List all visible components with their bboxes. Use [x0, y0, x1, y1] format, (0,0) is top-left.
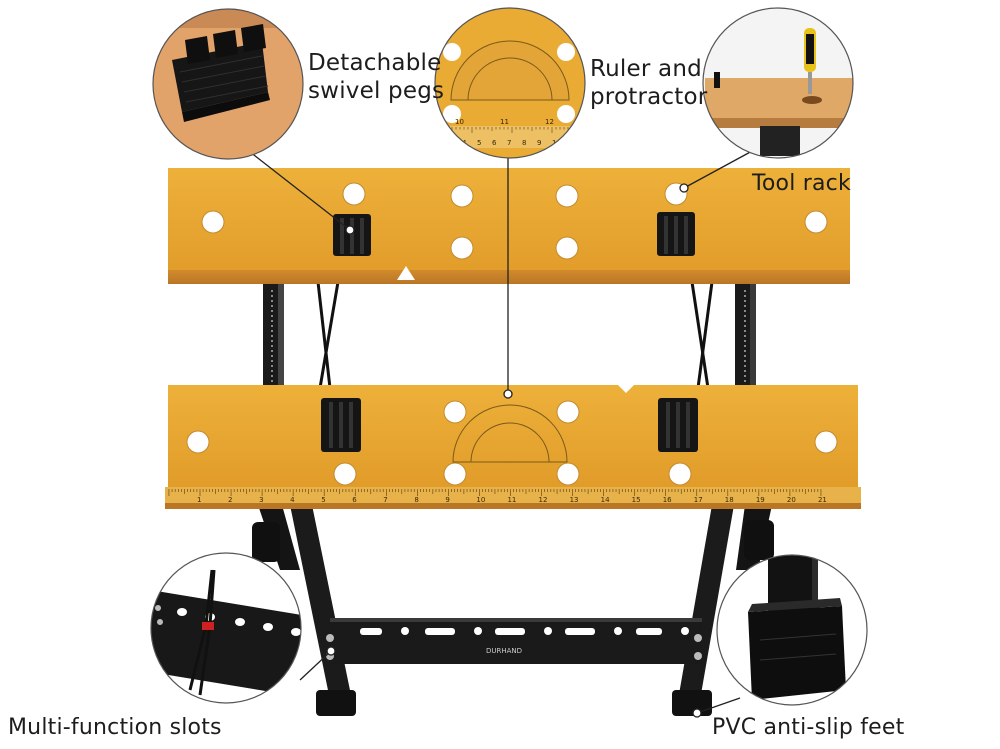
- callout-swivel-pegs-label: Detachable swivel pegs: [308, 50, 445, 104]
- ruler-number-9: 9: [445, 496, 449, 504]
- ruler-number-14: 14: [601, 496, 610, 504]
- ruler-number-6: 6: [352, 496, 357, 504]
- ruler-number-8: 8: [414, 496, 418, 504]
- rear-dog-holes: [201, 182, 828, 260]
- callout-leaders: [244, 147, 755, 718]
- callout-tool-rack-label: Tool rack: [752, 171, 851, 196]
- detail-ruler-lower-number-6: 6: [492, 139, 497, 147]
- crossbar-slots: [360, 627, 689, 635]
- ruler-number-2: 2: [228, 496, 232, 504]
- ruler-number-20: 20: [787, 496, 796, 504]
- detail-ruler-lower-number-7: 7: [507, 139, 511, 147]
- ruler-number-17: 17: [694, 496, 703, 504]
- rear-left-swivel-peg[interactable]: [333, 214, 371, 256]
- protractor-marking: [452, 404, 568, 463]
- rear-worktop: [168, 168, 850, 284]
- detail-multi-function-slots: [150, 552, 302, 704]
- detail-ruler-lower-number-8: 8: [522, 139, 526, 147]
- ruler-number-16: 16: [663, 496, 672, 504]
- ruler-number-13: 13: [570, 496, 579, 504]
- callout-ruler-protractor-label: Ruler and protractor: [590, 56, 708, 110]
- detail-ruler-number-10: 10: [455, 118, 464, 126]
- detail-tool-rack: [702, 7, 854, 159]
- detail-swivel-peg: [152, 8, 304, 160]
- brand-mark-text: DURHAND: [486, 647, 522, 655]
- front-dog-holes: [186, 400, 838, 486]
- detail-ruler-lower-number-5: 5: [477, 139, 481, 147]
- ruler-number-12: 12: [539, 496, 548, 504]
- front-left-swivel-peg[interactable]: [321, 398, 361, 452]
- ruler-number-21: 21: [818, 496, 827, 504]
- pliers-icon: [188, 569, 216, 696]
- ruler-number-19: 19: [756, 496, 765, 504]
- ruler-number-11: 11: [507, 496, 516, 504]
- ruler-number-3: 3: [259, 496, 263, 504]
- steel-frame: DURHAND: [252, 280, 774, 716]
- detail-ruler-lower-number-9: 9: [537, 139, 541, 147]
- screwdriver-icon: [804, 28, 816, 94]
- ruler-number-18: 18: [725, 496, 734, 504]
- rear-right-swivel-peg[interactable]: [657, 212, 695, 256]
- ruler-number-1: 1: [197, 496, 201, 504]
- callout-anti-slip-feet-label: PVC anti-slip feet: [712, 715, 905, 740]
- ruler-number-5: 5: [321, 496, 325, 504]
- ruler-number-4: 4: [290, 496, 295, 504]
- detail-ruler-number-11: 11: [500, 118, 509, 126]
- front-right-swivel-peg[interactable]: [658, 398, 698, 452]
- detail-ruler-lower-number-10: 10: [552, 139, 561, 147]
- detail-ruler-number-12: 12: [545, 118, 554, 126]
- detail-anti-slip-feet: [716, 554, 868, 706]
- callout-multi-function-slots-label: Multi-function slots: [8, 715, 222, 740]
- ruler-number-10: 10: [476, 496, 485, 504]
- ruler-number-15: 15: [632, 496, 641, 504]
- ruler-number-7: 7: [383, 496, 387, 504]
